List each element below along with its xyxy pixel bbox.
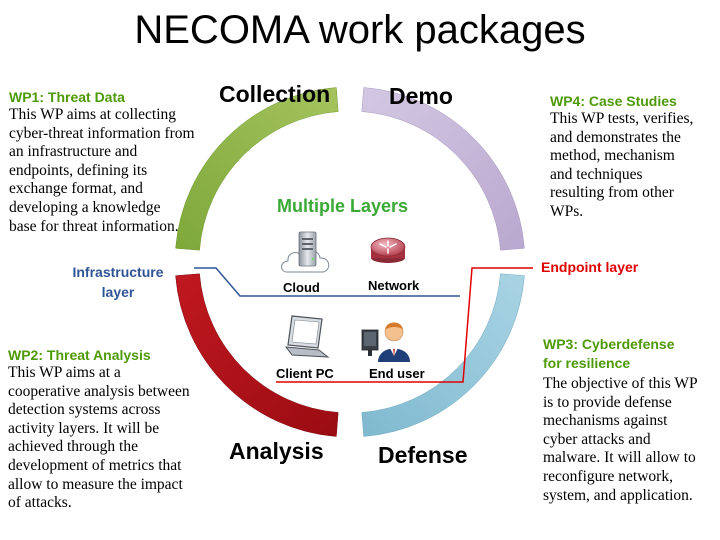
demo-arc bbox=[361, 87, 525, 251]
cloud-icon bbox=[281, 231, 330, 273]
wp4-block: WP4: Case Studies This WP tests, verifie… bbox=[550, 93, 715, 222]
defense-label: Defense bbox=[378, 442, 468, 468]
wp2-description: This WP aims at a cooperative analysis b… bbox=[8, 364, 190, 512]
wp1-title: WP1: Threat Data bbox=[9, 89, 125, 105]
analysis-label: Analysis bbox=[229, 438, 324, 464]
infrastructure-layer-label: Infrastructure layer bbox=[72, 264, 164, 300]
defense-arc bbox=[361, 273, 525, 437]
end-user-label: End user bbox=[369, 366, 425, 381]
wp3-title: WP3: Cyberdefense for resilience bbox=[543, 336, 675, 371]
laptop-icon bbox=[284, 315, 330, 358]
wp2-title: WP2: Threat Analysis bbox=[8, 347, 151, 363]
wp1-block: WP1: Threat Data This WP aims at collect… bbox=[9, 89, 204, 236]
wp3-block: WP3: Cyberdefense for resilience The obj… bbox=[543, 335, 715, 505]
analysis-arc bbox=[175, 273, 339, 437]
wp4-description: This WP tests, verifies, and demonstrate… bbox=[550, 110, 694, 220]
demo-label: Demo bbox=[389, 83, 453, 109]
collection-arc bbox=[175, 87, 339, 251]
wp4-title: WP4: Case Studies bbox=[550, 93, 677, 109]
network-label: Network bbox=[368, 278, 420, 293]
end-user-icon bbox=[361, 322, 410, 362]
client-pc-label: Client PC bbox=[276, 366, 334, 381]
router-icon bbox=[370, 237, 406, 263]
endpoint-layer-line bbox=[276, 267, 533, 383]
cloud-label: Cloud bbox=[283, 280, 320, 295]
page-title: NECOMA work packages bbox=[134, 8, 586, 52]
wp3-description: The objective of this WP is to provide d… bbox=[543, 375, 698, 504]
collection-label: Collection bbox=[219, 81, 331, 107]
multiple-layers-heading: Multiple Layers bbox=[277, 196, 409, 216]
infrastructure-layer-line bbox=[194, 267, 460, 297]
endpoint-layer-label: Endpoint layer bbox=[541, 259, 639, 275]
wp2-block: WP2: Threat Analysis This WP aims at a c… bbox=[8, 347, 208, 513]
wp1-description: This WP aims at collecting cyber-threat … bbox=[9, 106, 195, 235]
